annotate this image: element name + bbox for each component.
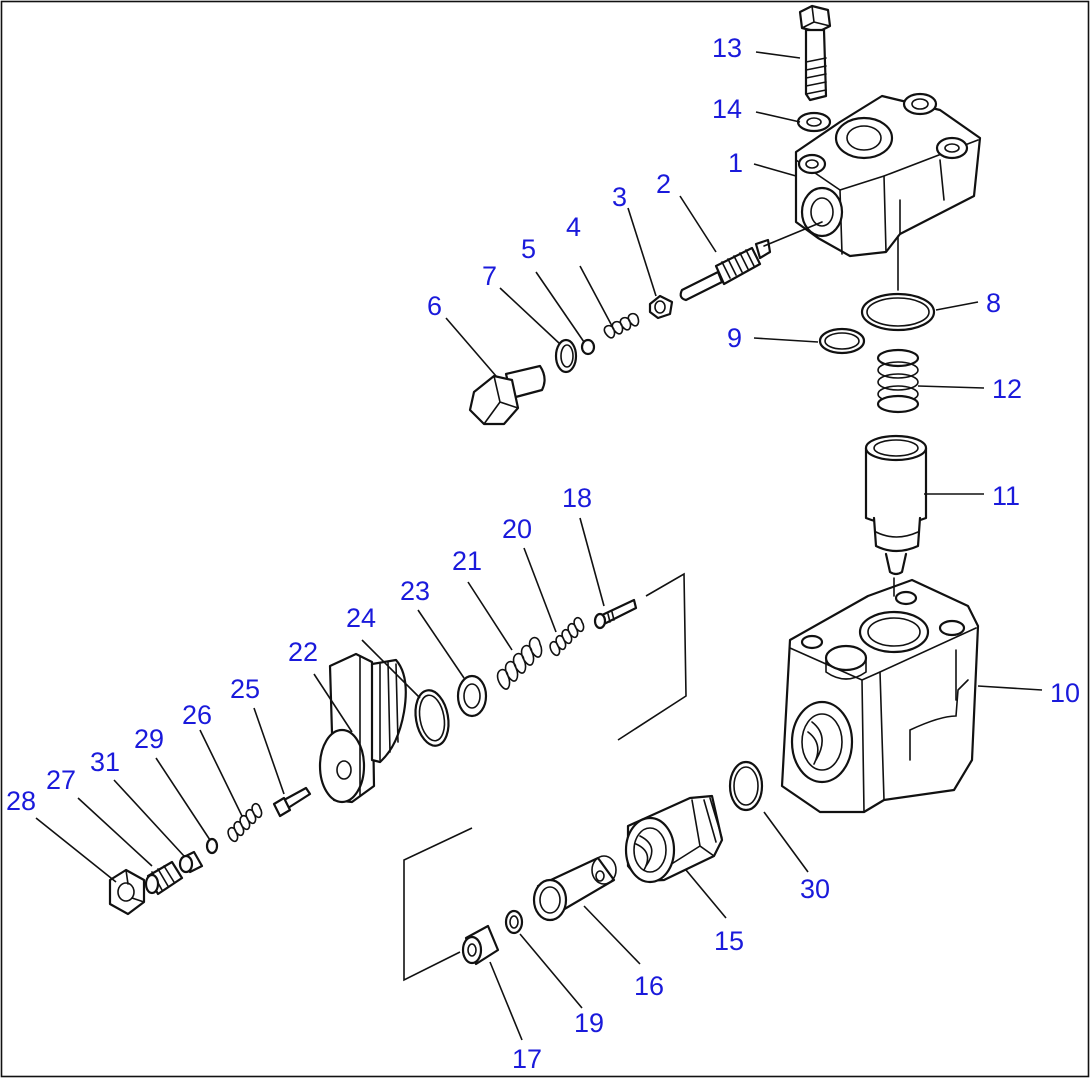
label-27: 27 bbox=[46, 765, 76, 795]
part-4-spring bbox=[603, 312, 640, 339]
label-16: 16 bbox=[634, 971, 664, 1001]
part-16-spool bbox=[532, 855, 617, 922]
part-17-plug bbox=[461, 924, 500, 966]
part-labels: 13 14 1 2 3 4 5 7 6 8 9 12 11 10 30 15 1… bbox=[6, 33, 1080, 1074]
label-13: 13 bbox=[712, 33, 742, 63]
label-2: 2 bbox=[656, 169, 671, 199]
part-11-piston bbox=[864, 434, 928, 576]
label-14: 14 bbox=[712, 94, 742, 124]
label-5: 5 bbox=[521, 234, 536, 264]
part-15-sleeve bbox=[624, 794, 724, 884]
label-1: 1 bbox=[728, 148, 743, 178]
label-21: 21 bbox=[452, 546, 482, 576]
label-19: 19 bbox=[574, 1008, 604, 1038]
label-15: 15 bbox=[714, 926, 744, 956]
label-28: 28 bbox=[6, 786, 36, 816]
part-25-pin bbox=[272, 786, 312, 818]
part-18-pin bbox=[593, 598, 638, 630]
label-25: 25 bbox=[230, 674, 260, 704]
label-4: 4 bbox=[566, 212, 581, 242]
part-27-screw bbox=[144, 860, 184, 896]
part-13-bolt bbox=[798, 4, 832, 102]
part-14-washer bbox=[796, 111, 832, 133]
part-20-spring bbox=[549, 616, 585, 657]
part-5-ring bbox=[580, 338, 596, 356]
part-2-poppet bbox=[679, 238, 772, 302]
part-1-valve-cover bbox=[794, 92, 982, 258]
label-17: 17 bbox=[512, 1044, 542, 1074]
label-8: 8 bbox=[986, 288, 1001, 318]
label-9: 9 bbox=[727, 323, 742, 353]
label-6: 6 bbox=[427, 291, 442, 321]
part-24-o-ring bbox=[414, 689, 450, 747]
part-21-spring bbox=[496, 636, 543, 690]
part-9-o-ring bbox=[818, 327, 866, 355]
label-29: 29 bbox=[134, 724, 164, 754]
label-31: 31 bbox=[90, 747, 120, 777]
part-23-washer bbox=[456, 674, 488, 718]
assembly-guides bbox=[403, 221, 899, 982]
label-20: 20 bbox=[502, 514, 532, 544]
label-24: 24 bbox=[346, 603, 376, 633]
label-30: 30 bbox=[800, 874, 830, 904]
part-3-seat bbox=[648, 294, 674, 320]
part-26-spring bbox=[227, 802, 263, 843]
part-8-o-ring bbox=[860, 292, 936, 332]
part-19-ring bbox=[504, 909, 524, 935]
label-11: 11 bbox=[992, 481, 1020, 511]
part-28-nut bbox=[108, 868, 146, 916]
label-26: 26 bbox=[182, 700, 212, 730]
label-12: 12 bbox=[992, 374, 1022, 404]
part-29-ball bbox=[205, 837, 219, 855]
label-23: 23 bbox=[400, 576, 430, 606]
part-10-valve-body bbox=[780, 578, 980, 814]
part-7-o-ring bbox=[554, 338, 578, 374]
label-22: 22 bbox=[288, 637, 318, 667]
part-6-plug bbox=[468, 364, 546, 426]
label-7: 7 bbox=[482, 261, 497, 291]
label-10: 10 bbox=[1050, 678, 1080, 708]
part-12-spring bbox=[876, 348, 920, 414]
label-18: 18 bbox=[562, 483, 592, 513]
label-3: 3 bbox=[612, 182, 627, 212]
part-22-cap bbox=[318, 652, 407, 804]
part-30-o-ring bbox=[728, 760, 764, 812]
part-31-seat bbox=[178, 850, 204, 874]
leader-lines bbox=[35, 51, 1043, 1041]
